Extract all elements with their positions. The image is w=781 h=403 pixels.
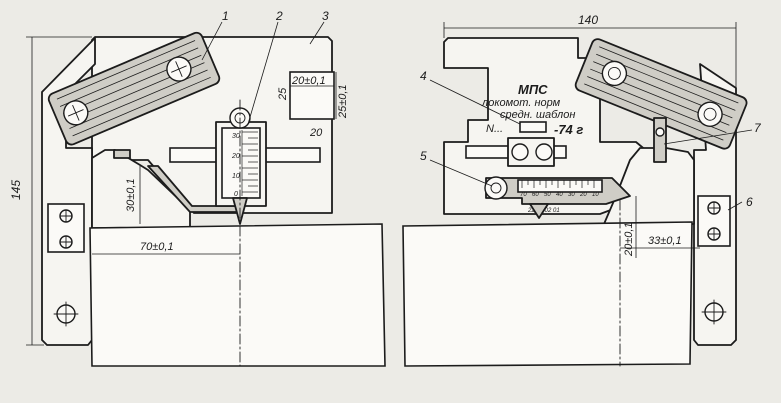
left-cutout [289,71,335,120]
plate-text-line4: N... [486,123,503,135]
plate-text-line2: локомот. норм [481,97,561,109]
right-scale-num-3: 50 [544,192,551,198]
leader-6 [727,201,743,211]
dim-25tol-label: 25±0,1 [337,84,349,119]
right-scale-num-5: 30 [568,192,575,198]
right-knob [484,176,508,200]
left-scale-num-4: 0 [234,191,238,198]
dim-20tol-right-label: 20±0,1 [623,222,635,257]
leader-1 [201,21,223,61]
left-bottom-hole-cross [53,301,79,327]
leader-3 [309,21,325,45]
right-view: 70 60 50 40 30 20 10 22 02 02 01 МПС лок… [402,13,762,367]
part-number-3: 3 [322,9,329,23]
part-number-4: 4 [420,69,427,83]
right-bottom-hole-cross [701,299,727,325]
right-needle [529,203,549,219]
right-scale-num-7: 10 [592,192,599,198]
leader-5 [429,159,493,187]
part-number-1: 1 [222,9,229,23]
dim-25-label: 25 [277,87,289,101]
right-scale-num-2: 60 [532,192,539,198]
right-pin-hole [655,127,665,137]
part-number-5: 5 [420,149,427,163]
right-scale-num-6: 20 [579,192,587,198]
dim-33-label: 33±0,1 [648,235,682,247]
plate-text-line1: МПС [518,82,548,97]
part-number-6: 6 [746,195,753,209]
right-vertical-frame [603,147,695,225]
left-view: 30 20 10 0 145 30±0,1 70±0,1 20±0,1 25±0… [9,9,386,367]
right-grip-pad [574,38,748,150]
left-top-pin [113,149,131,159]
right-scale-ticks [521,180,595,188]
dim-20-label: 20 [309,127,323,139]
dim-145-label: 145 [9,180,23,200]
part-number-2: 2 [275,9,283,23]
part-number-7: 7 [754,121,762,135]
left-scale-window [221,127,261,199]
dim-140-label: 140 [578,13,598,27]
leader-7 [663,129,753,145]
leader-4 [429,79,521,125]
right-clamp-screw-1 [511,143,529,161]
left-scale-num-3: 10 [232,173,240,180]
right-scale-window [517,179,603,193]
dim-20tol-label: 20±0,1 [291,75,326,87]
left-scale-ticks [241,130,258,196]
plate-text-line3: средн. шаблон [500,109,575,121]
right-top-pin [653,117,667,163]
right-scale-num-4: 40 [556,192,563,198]
right-clamp-screw-2 [535,143,553,161]
left-scale-num-2: 20 [231,153,240,160]
leader-2 [247,21,279,125]
left-rail-head [89,223,386,367]
plate-text-line5: -74 г [554,122,583,137]
left-bracket-crosshairs [59,209,73,249]
dim-30-label: 30±0,1 [125,178,137,212]
right-label-plate [519,121,547,133]
left-grip-pad [47,31,221,146]
right-knob-inner [490,182,502,194]
left-scale-num-1: 30 [232,133,240,140]
right-bracket-crosshairs [707,201,721,241]
dim-70-label: 70±0,1 [140,241,174,253]
right-scale-num-1: 70 [520,192,527,198]
